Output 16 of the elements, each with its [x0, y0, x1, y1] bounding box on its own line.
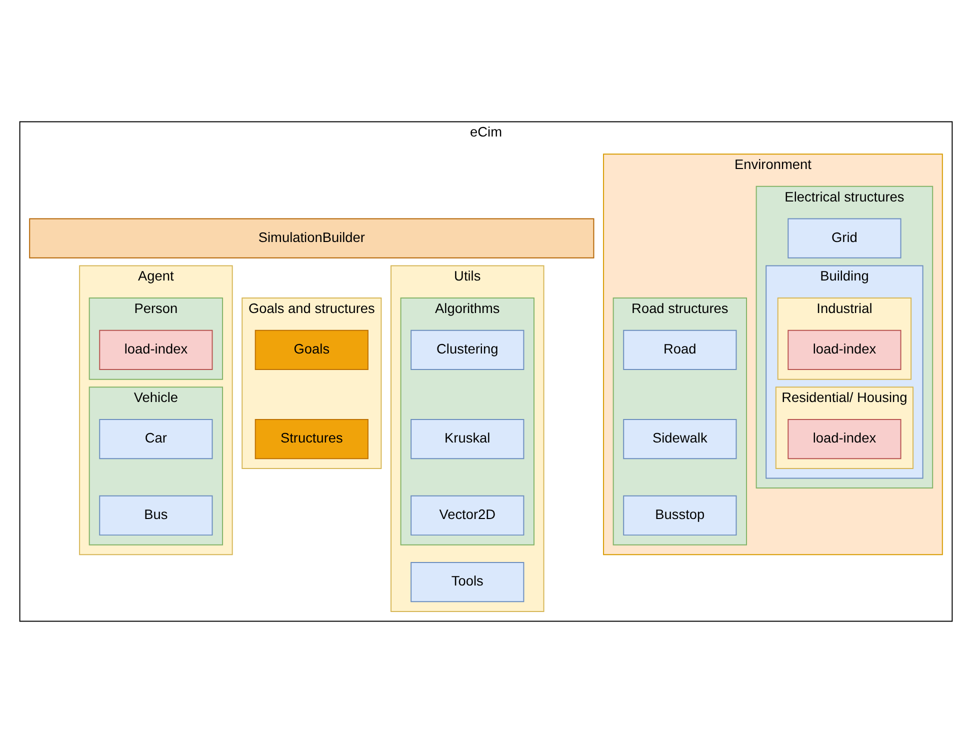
node-box: Goals — [254, 329, 368, 370]
node-box: Clustering — [410, 329, 524, 370]
node-box: Grid — [788, 218, 902, 258]
node-box: Tools — [410, 562, 524, 602]
node-box: Structures — [254, 418, 368, 459]
node-box: Busstop — [623, 494, 737, 536]
node-box: Kruskal — [410, 418, 524, 459]
node-box: load-index — [99, 329, 213, 370]
node-box: load-index — [788, 329, 902, 370]
node-box: Sidewalk — [623, 418, 737, 459]
node-box: load-index — [788, 418, 902, 459]
node-box: Vector2D — [410, 494, 524, 536]
node-box: Car — [99, 418, 213, 459]
node-box: Road — [623, 329, 737, 370]
node-box: Bus — [99, 494, 213, 536]
node-box: SimulationBuilder — [29, 218, 594, 258]
